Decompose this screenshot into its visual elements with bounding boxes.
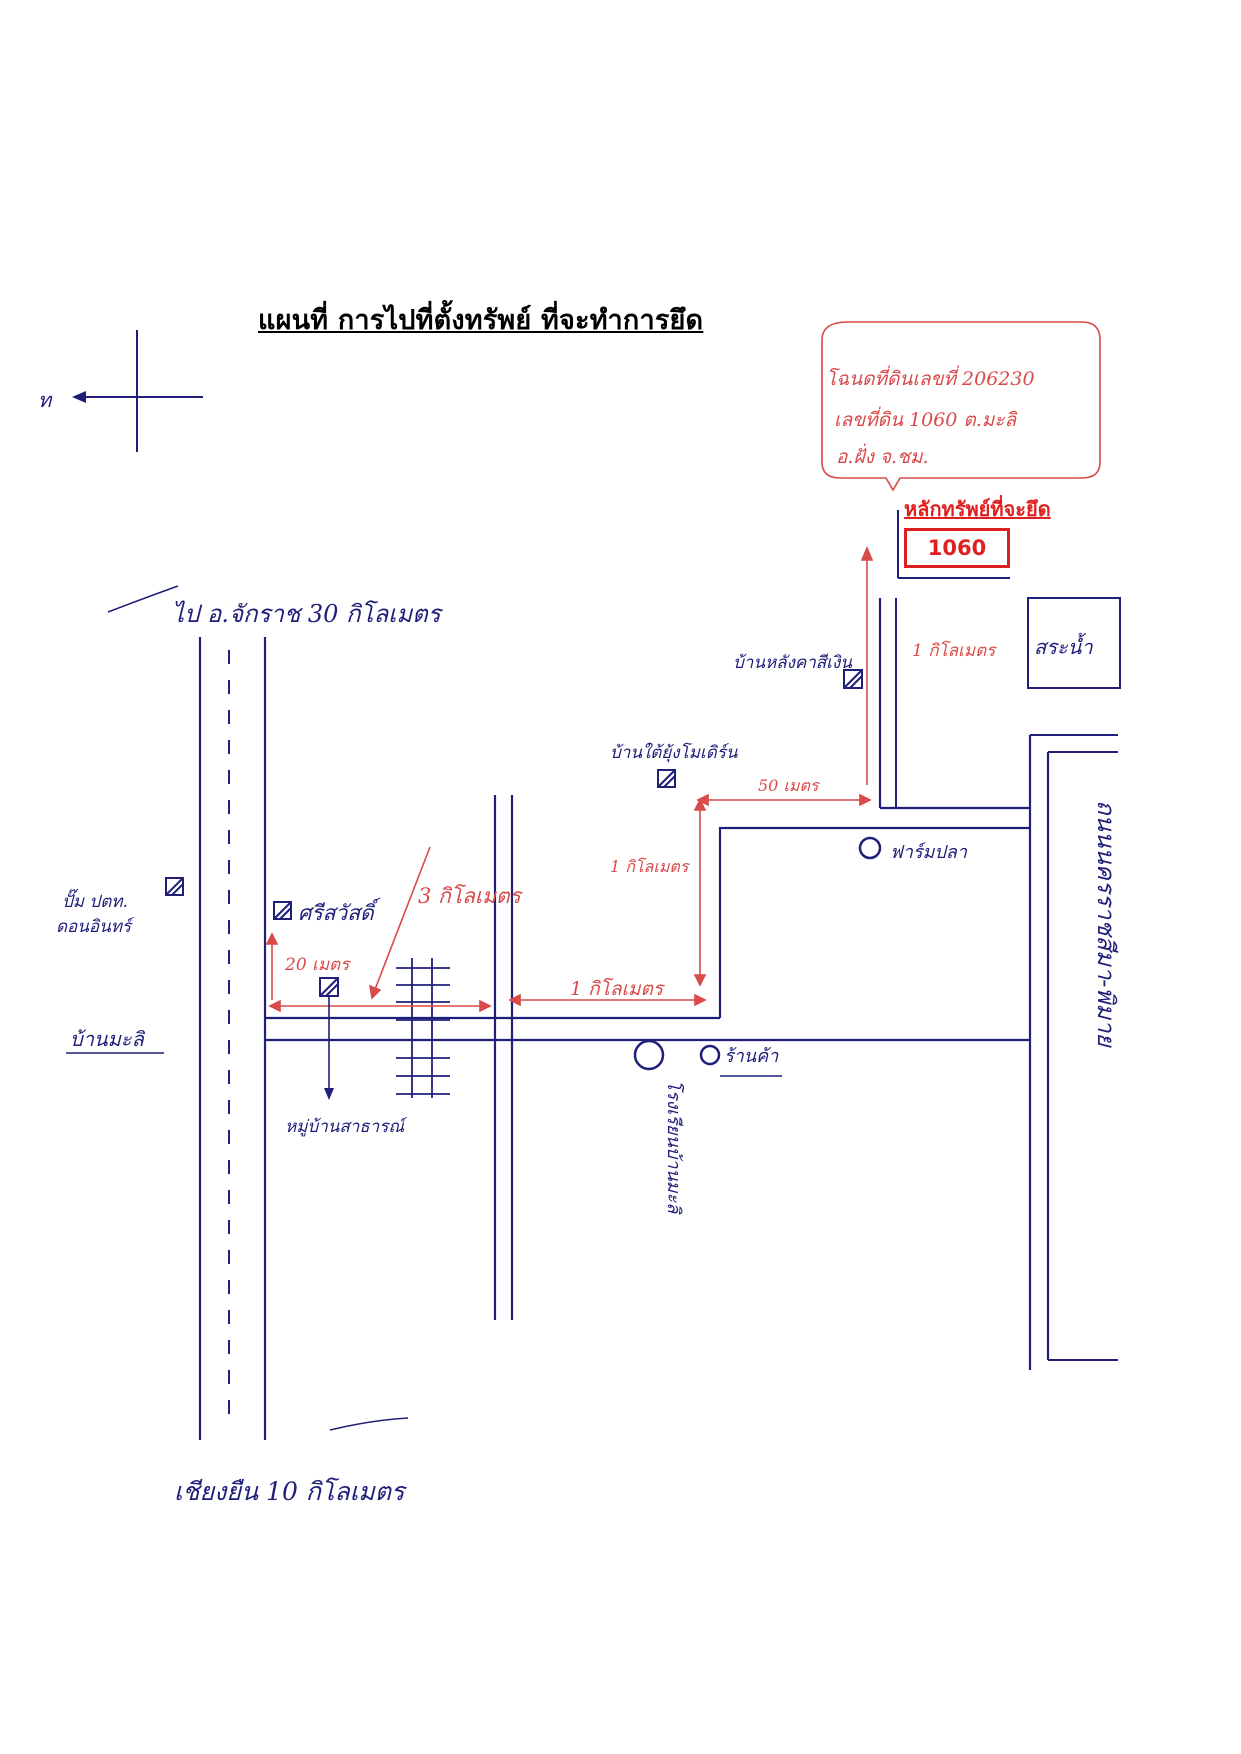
- public-village-label: หมู่บ้านสาธารณ์: [285, 1117, 408, 1137]
- building-markers: [165, 669, 863, 997]
- railway-crossing: [396, 958, 450, 1098]
- compass-label: ท: [38, 388, 53, 412]
- bottom-road-label: เชียงยืน 10 กิโลเมตร: [174, 1477, 407, 1506]
- highway-label: ถนนนครราชสีมา-พิมาย: [1092, 800, 1120, 1049]
- farm-icon: [858, 836, 882, 860]
- farm-label: ฟาร์มปลา: [890, 842, 968, 863]
- distance-3km: 3 กิโลเมตร: [418, 884, 524, 908]
- compass: ท: [38, 330, 203, 452]
- school-icon: [633, 1039, 665, 1071]
- distance-20m: 20 เมตร: [284, 955, 351, 975]
- pond-box: [1027, 597, 1121, 689]
- shop-label: ร้านค้า: [724, 1046, 779, 1067]
- top-road-label: ไป อ.จักราช 30 กิโลเมตร: [172, 600, 444, 628]
- deed-note-line-3: อ.ฝั่ง จ.ชม.: [836, 443, 929, 468]
- north-arrow-icon: [72, 391, 86, 403]
- inner-road-edge: [718, 826, 1030, 1018]
- house-near-bridge-icon: [657, 769, 676, 788]
- shop-icon: [699, 1044, 721, 1066]
- house-silver-roof-icon: [843, 669, 863, 689]
- gas-station-building-icon: [165, 877, 184, 896]
- distance-1km-bottom: 1 กิโลเมตร: [570, 977, 666, 1000]
- school-label: โรงเรียนบ้านมะลิ: [663, 1080, 685, 1215]
- distance-1km-right: 1 กิโลเมตร: [912, 640, 997, 661]
- map-title: แผนที่ การไปที่ตั้งทรัพย์ ที่จะทำการยึด: [258, 305, 704, 336]
- distance-50m: 50 เมตร: [758, 776, 821, 795]
- asset-label: หลักทรัพย์ที่จะยึด: [904, 497, 1051, 521]
- pond-label: สระน้ำ: [1034, 632, 1093, 659]
- round-markers: [633, 836, 882, 1071]
- house-near-bridge-label: บ้านใต้ยุ้งโมเดิร์น: [610, 742, 738, 763]
- gas-station-label-2: ดอนอินทร์: [56, 917, 135, 937]
- distance-1km-mid: 1 กิโลเมตร: [610, 857, 691, 876]
- gas-station-label-1: ปั๊ม ปตท.: [62, 889, 128, 912]
- house-silver-roof-label: บ้านหลังคาสีเงิน: [733, 653, 852, 673]
- deed-note-line-1: โฉนดที่ดินเลขที่ 206230: [826, 365, 1035, 390]
- asset-code-box: 1060: [904, 528, 1010, 568]
- deed-note-line-2: เลขที่ดิน 1060 ต.มะลิ: [834, 406, 1018, 431]
- deed-note-bubble: [821, 321, 1101, 492]
- village-label: บ้านมะลิ: [70, 1027, 146, 1051]
- srisawat-label: ศรีสวัสดิ์: [298, 897, 381, 925]
- srisawat-building-icon: [273, 901, 292, 920]
- route-markers: [265, 545, 874, 1013]
